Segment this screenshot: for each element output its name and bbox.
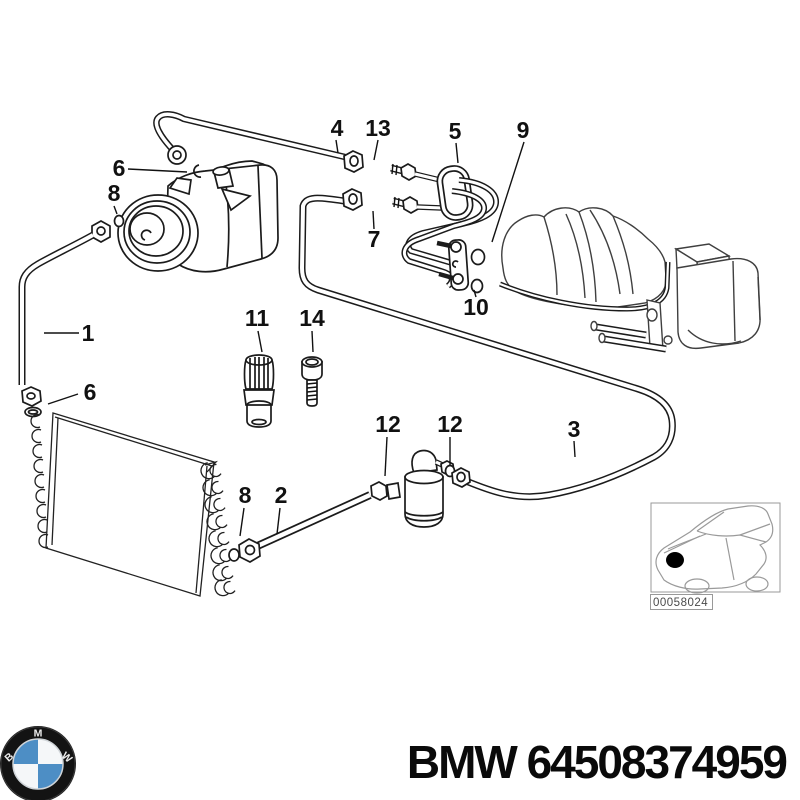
pipe1-nut bbox=[91, 220, 111, 243]
pipe-2 bbox=[228, 481, 401, 563]
callout-11: 11 bbox=[245, 305, 270, 331]
logo-quadrant-white-bl bbox=[13, 764, 38, 789]
callout-14: 14 bbox=[299, 305, 325, 331]
callout-8-bottom: 8 bbox=[239, 482, 252, 508]
callout-1: 1 bbox=[82, 320, 95, 346]
callout-6-top: 6 bbox=[113, 155, 126, 181]
callout-10: 10 bbox=[463, 294, 489, 320]
suction-pipe-3 bbox=[298, 188, 676, 501]
o-ring-10a bbox=[470, 248, 486, 266]
condenser-left-fins bbox=[30, 413, 49, 549]
condenser-coil-loops bbox=[200, 462, 236, 597]
valve-assembly-5 bbox=[390, 163, 499, 291]
logo-letter-m: M bbox=[34, 728, 43, 740]
callout-3: 3 bbox=[568, 416, 581, 442]
logo-quadrant-white-tr bbox=[38, 739, 63, 764]
pipe-1 bbox=[18, 220, 111, 418]
pipe2-nut-left bbox=[238, 538, 261, 563]
valve-cap-11 bbox=[243, 354, 275, 428]
thumbnail-code: 00058024 bbox=[653, 597, 708, 609]
bolt-14 bbox=[301, 356, 323, 407]
receiver-drier bbox=[404, 449, 471, 528]
engine-assembly bbox=[499, 207, 761, 353]
car-thumbnail: 00058024 bbox=[650, 502, 781, 610]
condenser bbox=[30, 412, 236, 597]
car-outline bbox=[655, 505, 774, 594]
part-number-label: BMW 64508374959 bbox=[407, 736, 787, 788]
o-ring-8-top bbox=[113, 214, 125, 228]
pipe1-end-fitting bbox=[21, 386, 42, 407]
pipe-4 bbox=[153, 111, 364, 173]
logo-quadrant-blue-br bbox=[38, 764, 63, 789]
callout-7: 7 bbox=[368, 226, 381, 252]
code-box bbox=[650, 594, 713, 610]
o-ring-10b bbox=[470, 278, 484, 294]
pipe3-end-nut bbox=[451, 467, 471, 488]
callout-13: 13 bbox=[365, 115, 391, 141]
callout-12-left: 12 bbox=[375, 411, 401, 437]
callout-12-right: 12 bbox=[437, 411, 463, 437]
callout-2: 2 bbox=[275, 482, 288, 508]
logo-quadrant-blue-tl bbox=[13, 739, 38, 764]
callout-4: 4 bbox=[331, 115, 344, 141]
o-ring-6-top bbox=[193, 164, 202, 178]
drier-top-elbow bbox=[411, 449, 438, 474]
pipe2-nut-right bbox=[370, 481, 388, 501]
compressor bbox=[117, 160, 279, 273]
banjo-fitting bbox=[167, 145, 187, 165]
location-dot bbox=[666, 552, 684, 568]
o-ring-8-bottom bbox=[228, 548, 240, 562]
callout-6-bottom: 6 bbox=[84, 379, 97, 405]
bmw-logo: B M W bbox=[0, 726, 76, 800]
callout-8-top: 8 bbox=[108, 180, 121, 206]
callouts: 4 13 5 9 6 8 7 10 1 6 11 14 12 12 3 8 2 bbox=[44, 115, 581, 537]
callout-5: 5 bbox=[449, 118, 462, 144]
callout-9: 9 bbox=[517, 117, 530, 143]
